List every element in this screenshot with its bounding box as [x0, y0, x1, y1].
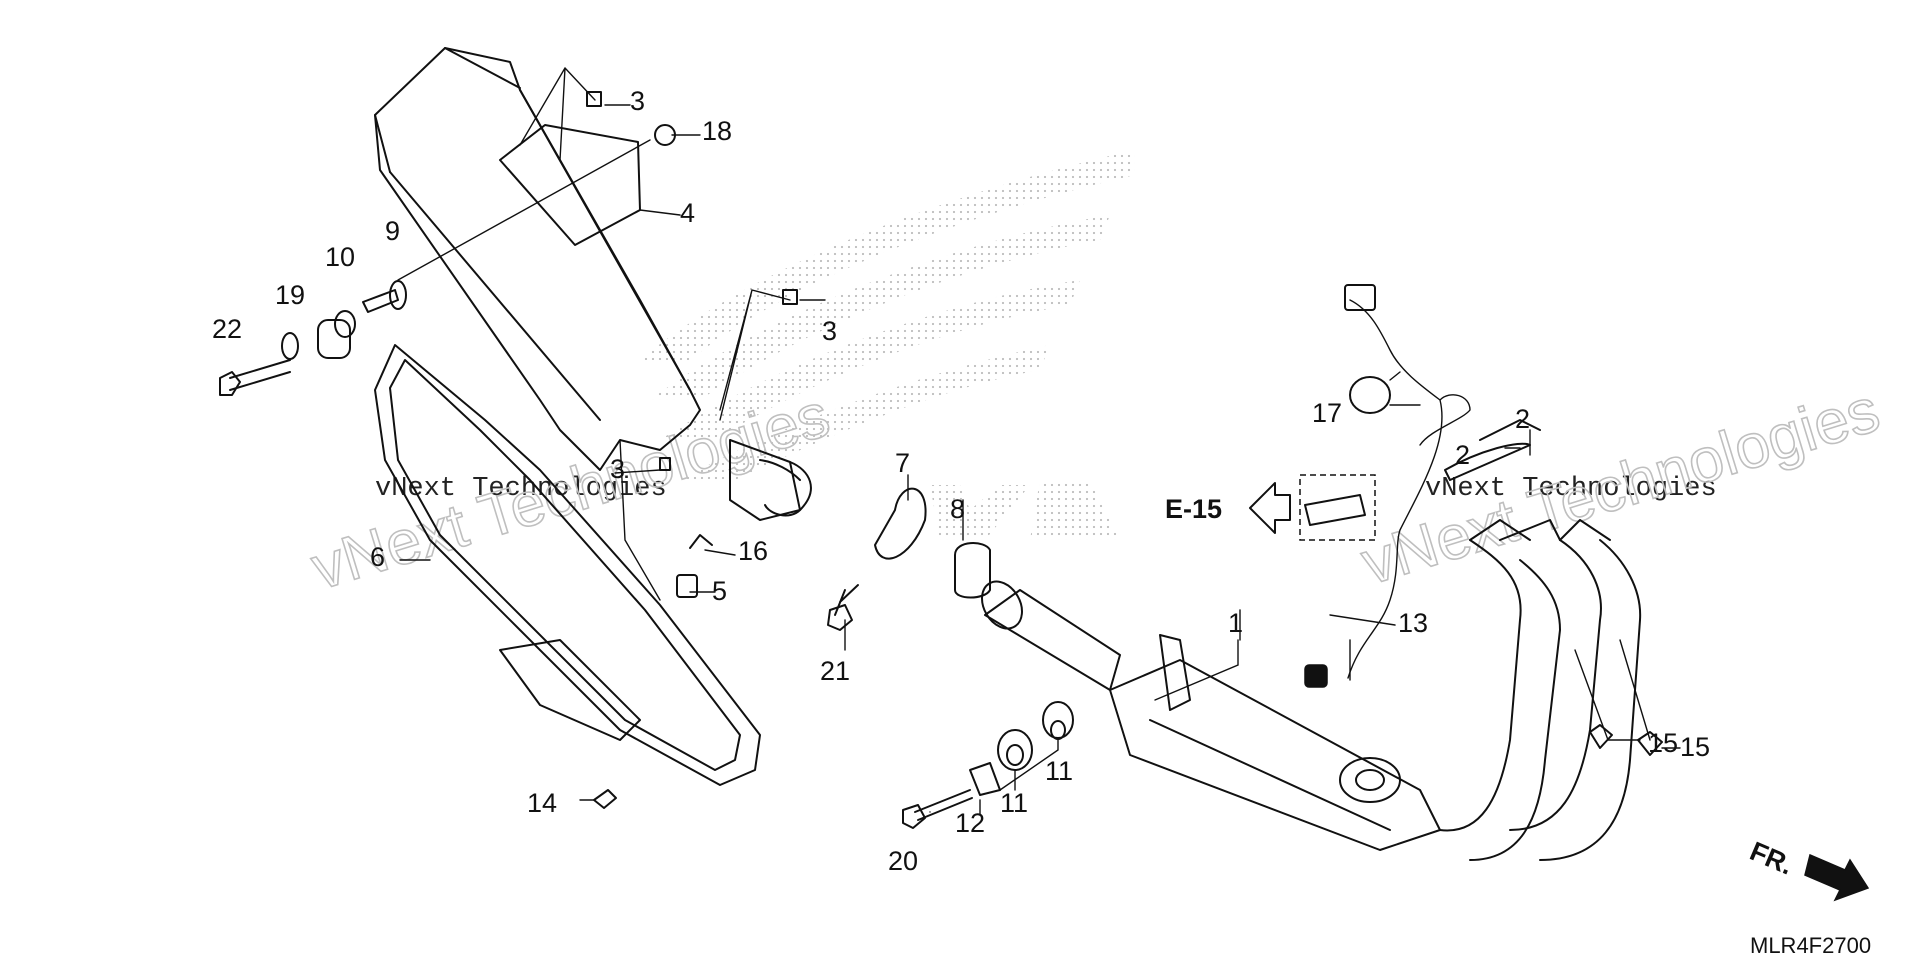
- callout-8: 8: [950, 494, 965, 524]
- callout-17: 17: [1312, 398, 1342, 428]
- reference-arrow: E-15: [1165, 482, 1291, 534]
- callout-15b: 15: [1680, 732, 1710, 762]
- callout-3a: 3: [630, 86, 645, 116]
- callout-12: 12: [955, 808, 985, 838]
- callout-11b: 11: [1000, 788, 1028, 818]
- callout-2b: 2: [1455, 440, 1470, 470]
- callout-18: 18: [702, 116, 732, 146]
- callout-1: 1: [1228, 608, 1243, 638]
- muffler-assembly: [374, 47, 812, 521]
- callout-3c: 3: [610, 454, 625, 484]
- hardware-parts: [219, 91, 1663, 829]
- callout-21: 21: [820, 656, 850, 686]
- callout-10: 10: [325, 242, 355, 272]
- callout-11a: 11: [1045, 756, 1073, 786]
- callout-20: 20: [888, 846, 918, 876]
- watermark: vNext Technologies vNext Technologies vN…: [303, 375, 1888, 604]
- watermark-text-right: vNext Technologies: [1425, 474, 1717, 504]
- reference-label: E-15: [1165, 494, 1222, 524]
- exhaust-pipe-assembly: [981, 519, 1642, 861]
- callout-4: 4: [680, 198, 695, 228]
- watermark-text-left: vNext Technologies: [375, 474, 667, 504]
- background-wing-logo: [640, 150, 1135, 540]
- front-direction-label: FR.: [1746, 836, 1798, 881]
- front-direction-indicator: FR.: [1746, 836, 1870, 902]
- callout-2a: 2: [1515, 404, 1530, 434]
- callout-22: 22: [212, 314, 242, 344]
- callout-16: 16: [738, 536, 768, 566]
- callout-9: 9: [385, 216, 400, 246]
- sensor-wire: [1304, 284, 1471, 688]
- leader-lines: [397, 67, 1681, 816]
- callout-13: 13: [1398, 608, 1428, 638]
- heat-cover: [374, 344, 761, 786]
- callout-19: 19: [275, 280, 305, 310]
- callout-6: 6: [370, 542, 385, 572]
- callout-5: 5: [712, 576, 727, 606]
- diagram-code: MLR4F2700: [1750, 933, 1871, 958]
- callout-3b: 3: [822, 316, 837, 346]
- callout-14: 14: [527, 788, 557, 818]
- callout-labels: 1 2 2 3 3 3 4 5 6 7 8 9 10 11 11 12 13 1…: [212, 86, 1710, 876]
- callout-15a: 15: [1648, 728, 1678, 758]
- callout-7: 7: [895, 448, 910, 478]
